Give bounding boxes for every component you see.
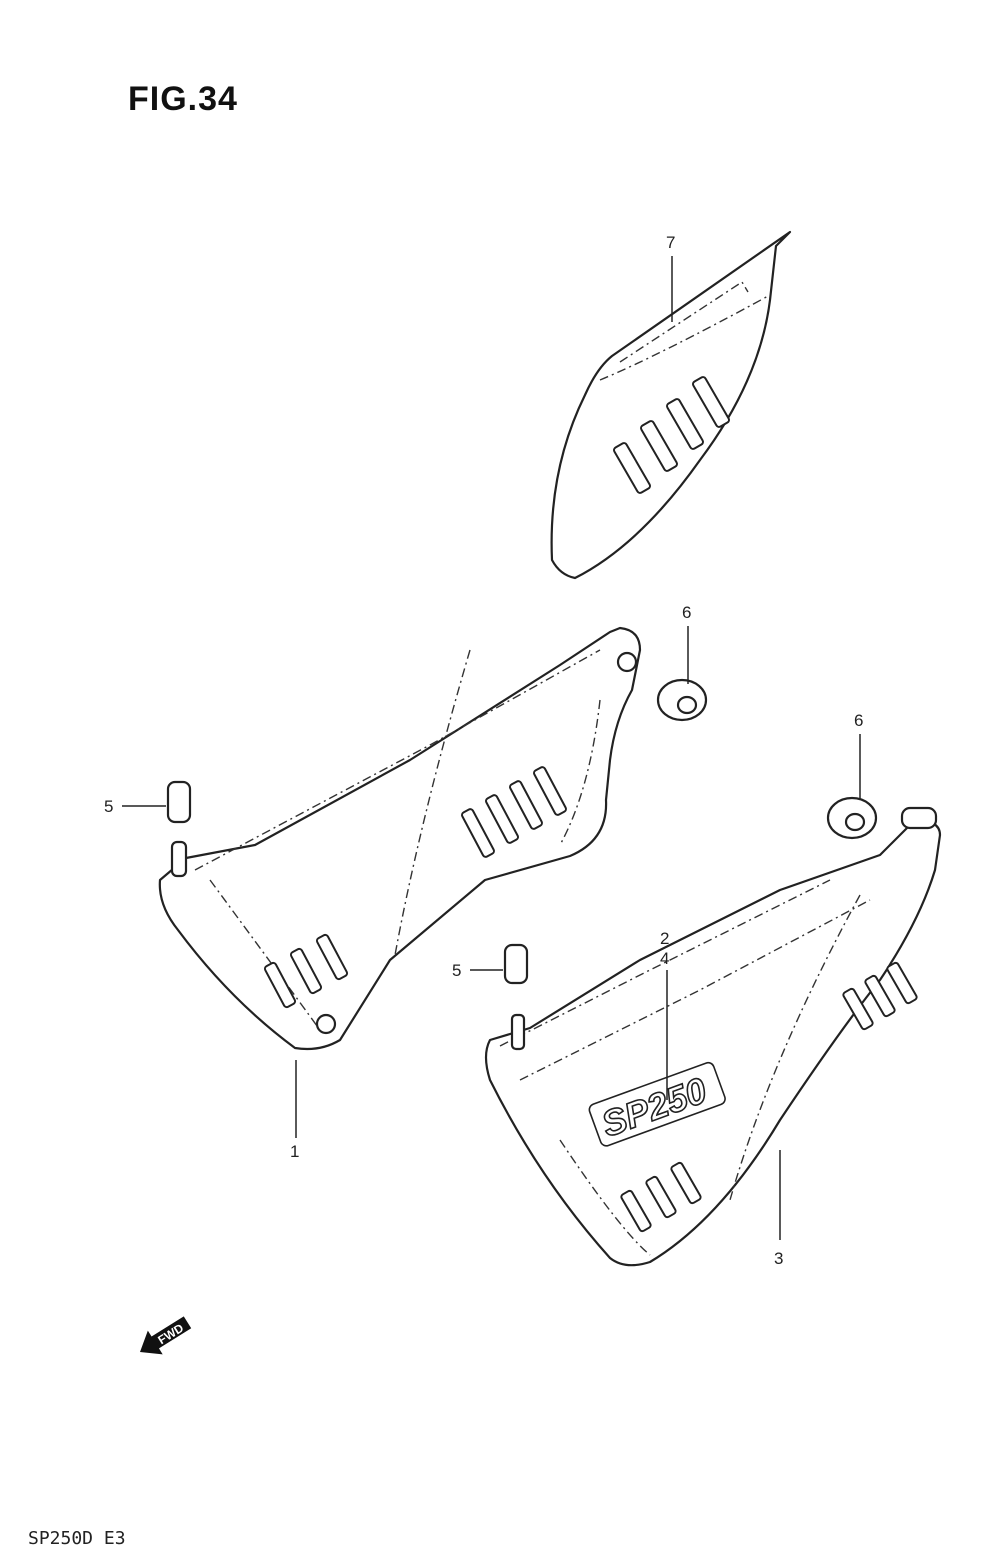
callout-7: 7 <box>666 233 675 252</box>
callout-6-upper: 6 <box>682 603 691 622</box>
part-1-left-frame-cover <box>158 626 642 1051</box>
figure-title: FIG.34 <box>128 80 238 118</box>
callout-5-left: 5 <box>104 797 113 816</box>
fwd-arrow-icon: FWD <box>140 1316 192 1355</box>
part-7-frame-cover <box>550 230 792 580</box>
part-7-vents <box>613 376 730 494</box>
part-5-cushion-center <box>503 943 529 985</box>
part-1-lower-vents <box>263 933 349 1009</box>
part-6-grommet-upper <box>656 678 708 722</box>
callout-3: 3 <box>774 1249 783 1268</box>
callout-5-center: 5 <box>452 961 461 980</box>
part-6-grommet-lower <box>826 796 878 840</box>
callout-6-lower: 6 <box>854 711 863 730</box>
callout-1: 1 <box>290 1142 299 1161</box>
model-code: SP250D E3 <box>28 1528 126 1549</box>
part-3-lower-vents <box>620 1161 702 1233</box>
part-3-upper-vents <box>842 961 918 1031</box>
part-5-cushion-left <box>166 780 192 824</box>
part-3-right-side-cover: SP250 <box>484 806 942 1267</box>
part-1-upper-vents <box>461 766 567 858</box>
callout-2: 2 <box>660 929 669 948</box>
callout-4: 4 <box>660 949 669 968</box>
